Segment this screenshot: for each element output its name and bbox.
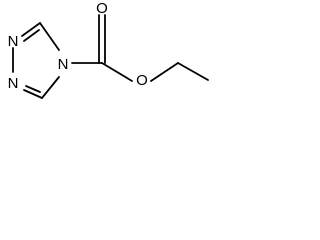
atom-n1-label: N bbox=[8, 33, 19, 50]
bond-n1-c5 bbox=[21, 22, 41, 37]
bond-n4-c3 bbox=[41, 76, 60, 99]
atom-o-ester-label: O bbox=[136, 72, 148, 89]
bond-carbonyl-c-ester-o bbox=[101, 62, 133, 82]
bond-c3-n2 bbox=[23, 89, 43, 99]
bond-n1-c5-inner bbox=[23, 29, 40, 42]
molecule-diagram: N N N O O bbox=[8, 0, 209, 99]
atom-n2-label: N bbox=[8, 75, 19, 92]
carboxylate-chain bbox=[71, 14, 209, 82]
bond-ch2-ch3 bbox=[177, 62, 209, 81]
triazole-ring bbox=[12, 22, 60, 99]
atom-o-carbonyl-label: O bbox=[96, 0, 108, 17]
atom-n4-label: N bbox=[58, 56, 69, 73]
bond-c3-n2-inner bbox=[25, 85, 41, 93]
bond-ester-o-ch2 bbox=[150, 62, 179, 82]
bond-c5-n4 bbox=[39, 22, 60, 51]
